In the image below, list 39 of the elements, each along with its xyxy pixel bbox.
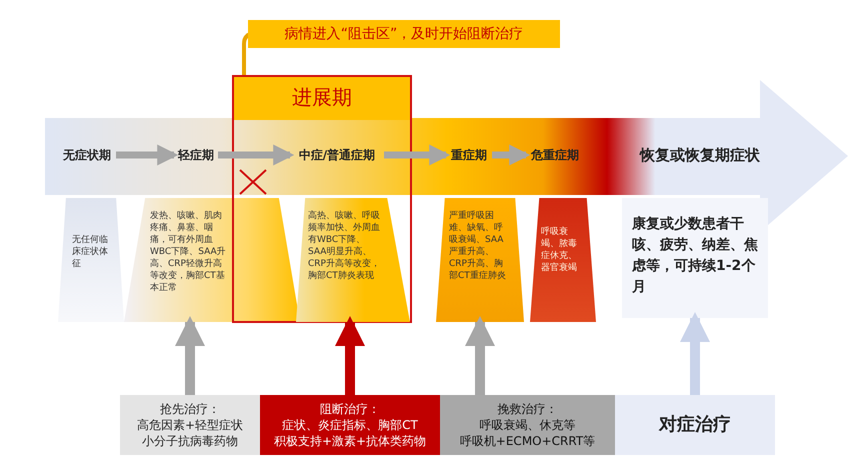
recovery-panel [622,198,768,318]
symptom-panel [124,198,300,322]
stage-label: 中症/普通症期 [290,146,384,164]
stage-label: 重症期 [446,146,492,164]
treatment-text: 症状、炎症指标、胸部CT [282,417,418,433]
stage-label: 无症状期 [58,146,116,164]
treatment-text: 积极支持+激素+抗体类药物 [274,433,426,449]
arrow [335,316,365,395]
treatment-heading: 对症治疗 [659,417,731,433]
symptom-text: 呼吸衰竭、脓毒症休克、器官衰竭 [541,226,578,274]
treatment-text: 高危因素+轻型症状 [136,417,244,433]
treatment-heading: 抢先治疗： [160,401,220,417]
treatment-text: 呼吸衰竭、休克等 [480,417,576,433]
symptom-text: 高热、咳嗽、呼吸频率加快、外周血有WBC下降、SAA明显升高、CRP升高等改变，胸部CT肺炎表现 [308,210,381,282]
arrow [175,316,205,395]
stage-label: 恢复或恢复期症状 [610,144,790,166]
treatment-box [440,395,615,455]
stage-label: 危重症期 [526,146,584,164]
arrow [384,144,450,166]
phase-title: 进展期 [291,84,353,111]
arrow [680,312,710,395]
stage-label: 轻症期 [174,146,218,164]
arrow [218,144,294,166]
arrow [492,144,530,166]
symptom-text: 严重呼吸困难、缺氧、呼吸衰竭、SAA严重升高、CRP升高、胸部CT重症肺炎 [449,210,507,282]
arrow [465,316,495,395]
treatment-text: 呼吸机+ECMO+CRRT等 [460,433,596,449]
treatment-heading: 挽救治疗： [498,401,558,417]
treatment-heading: 阻断治疗： [320,401,380,417]
symptom-text: 无任何临床症状体征 [72,234,109,270]
arrow [116,144,178,166]
callout-banner: 病情进入“阻击区”，及时开始阻断治疗 [248,20,560,48]
treatment-box [120,395,260,455]
treatment-text: 小分子抗病毒药物 [142,433,238,449]
recovery-text: 康复或少数患者干咳、疲劳、纳差、焦虑等，可持续1-2个月 [632,215,759,297]
treatment-box [260,395,440,455]
symptom-text: 发热、咳嗽、肌肉疼痛、鼻塞、咽痛，可有外周血WBC下降、SAA升高、CRP轻微升高等改变，胸部CT基本正常 [150,210,227,294]
symptom-panel [296,198,410,322]
treatment-box [615,395,775,455]
